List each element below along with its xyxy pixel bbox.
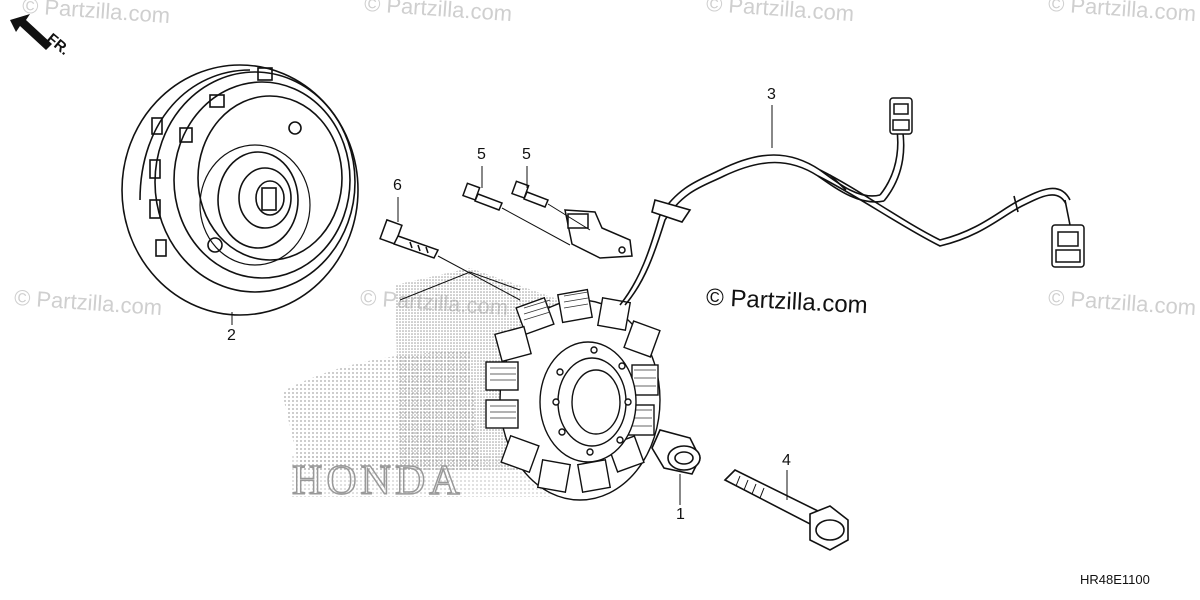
bolt-part-5-left (462, 182, 503, 211)
callout-5-left: 5 (477, 146, 486, 163)
bolt-part-5-right (511, 180, 549, 208)
wire-harness-part-3 (619, 119, 1071, 306)
callout-5-right: 5 (522, 146, 531, 163)
callout-6: 6 (393, 177, 402, 194)
callout-1: 1 (676, 506, 685, 523)
bolt-part-4 (723, 469, 849, 551)
callout-4: 4 (782, 452, 791, 469)
callout-3: 3 (767, 86, 776, 103)
front-direction-arrow-icon (10, 14, 52, 50)
pulse-sensor (564, 209, 633, 259)
bolt-part-6 (379, 218, 440, 259)
flywheel-part-2 (121, 64, 359, 316)
harness-connector-lower (1051, 224, 1085, 268)
collar-nut (651, 429, 701, 475)
callout-leaders (231, 105, 788, 505)
callout-2: 2 (227, 327, 236, 344)
diagram-code: HR48E1100 (1080, 572, 1150, 587)
assembly-leaders (399, 203, 591, 301)
harness-connector-upper (889, 97, 913, 135)
stator-coil-part-1 (485, 288, 661, 501)
honda-logo-text: HONDA (292, 458, 464, 504)
